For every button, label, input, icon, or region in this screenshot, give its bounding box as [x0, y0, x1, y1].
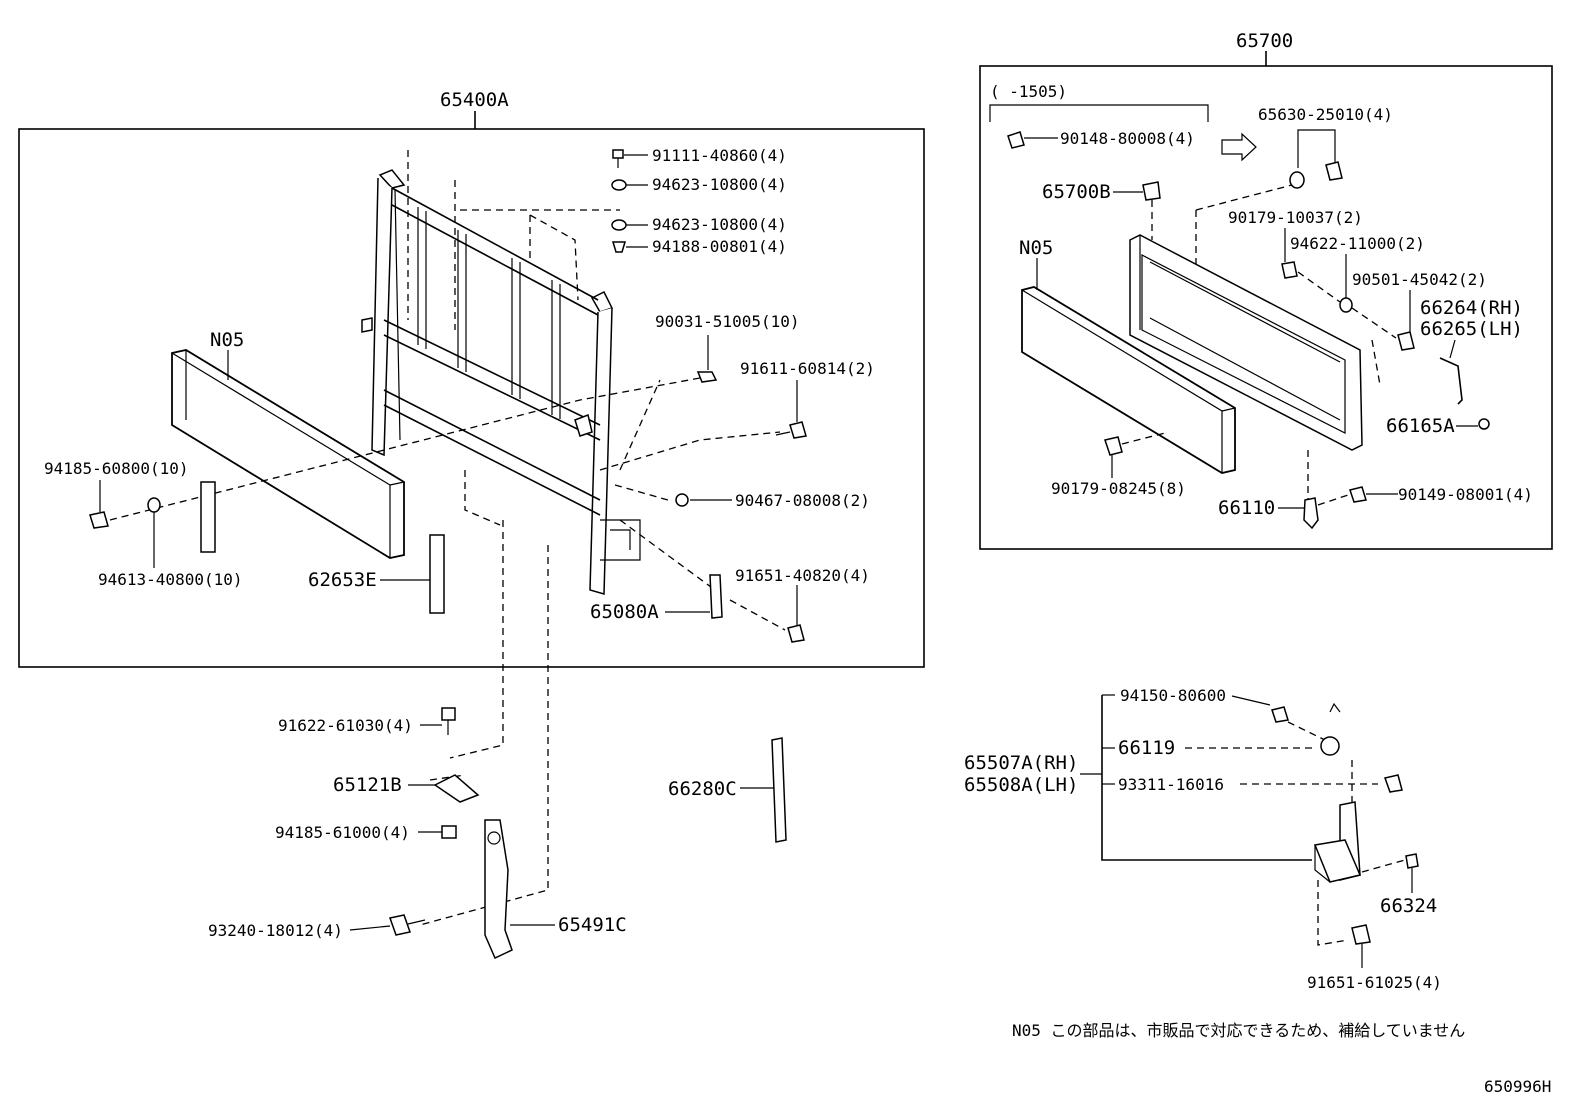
clip-65700B — [1142, 181, 1161, 201]
cap-66165A — [1478, 418, 1490, 430]
bolt-90148 — [1007, 131, 1025, 149]
label-66280C: 66280C — [668, 778, 737, 800]
label-93240-18012: 93240-18012(4) — [208, 921, 343, 940]
footnote: N05 この部品は、市販品で対応できるため、補給していません — [1012, 1021, 1465, 1040]
strip-62653E — [429, 534, 445, 614]
nut-94185-60800 — [89, 511, 109, 529]
clip-90467 — [675, 493, 689, 507]
label-91611-60814: 91611-60814(2) — [740, 359, 875, 378]
label-94185-60800: 94185-60800(10) — [44, 459, 189, 478]
label-94188-00801: 94188-00801(4) — [652, 237, 787, 256]
bolt-91651 — [787, 624, 805, 643]
gate-panel-n05 — [1021, 286, 1236, 474]
label-90149-08001: 90149-08001(4) — [1398, 485, 1533, 504]
label-94150-80600: 94150-80600 — [1120, 686, 1226, 705]
hinge-bracket — [1313, 801, 1362, 883]
label-65080A: 65080A — [590, 601, 659, 623]
label-62653E: 62653E — [308, 569, 377, 591]
label-65630-25010: 65630-25010(4) — [1258, 105, 1393, 124]
washer-2 — [611, 219, 627, 231]
label-94185-61000: 94185-61000(4) — [275, 823, 410, 842]
bolt-90149 — [1349, 486, 1367, 503]
washer-65630 — [1289, 171, 1305, 189]
nut-94185-61000 — [441, 825, 457, 839]
label-66264-rh: 66264(RH) — [1420, 297, 1523, 319]
hook-65080A — [709, 574, 723, 619]
arrow-icon — [1221, 132, 1257, 162]
bolt-91611 — [789, 421, 807, 439]
label-65507A-rh: 65507A(RH) — [964, 752, 1078, 774]
frame-n05-label: N05 — [210, 329, 244, 351]
label-66165A: 66165A — [1386, 415, 1455, 437]
label-serial-range: ( -1505) — [990, 82, 1067, 101]
pin-66324 — [1405, 853, 1419, 869]
label-91111-40860: 91111-40860(4) — [652, 146, 787, 165]
bolt-93311 — [1384, 774, 1403, 793]
washer-94613 — [147, 497, 161, 513]
bracket-65491C — [484, 819, 513, 960]
label-94613-40800: 94613-40800(10) — [98, 570, 243, 589]
label-66110: 66110 — [1218, 497, 1275, 519]
nut-94150 — [1271, 706, 1289, 723]
gate-n05-label: N05 — [1019, 237, 1053, 259]
label-66265-lh: 66265(LH) — [1420, 318, 1523, 340]
bolt-65630 — [1325, 161, 1343, 181]
label-90501-45042: 90501-45042(2) — [1352, 270, 1487, 289]
label-90467-08008: 90467-08008(2) — [735, 491, 870, 510]
bolt-top — [612, 149, 624, 168]
label-65700B: 65700B — [1042, 181, 1111, 203]
frame-panel-n05 — [171, 349, 405, 559]
rod-66280C — [771, 737, 787, 843]
label-90179-10037: 90179-10037(2) — [1228, 208, 1363, 227]
label-65508A-lh: 65508A(LH) — [964, 774, 1078, 796]
frame-assembly-box — [18, 128, 925, 668]
seal-strip — [200, 481, 216, 553]
label-91651-61025: 91651-61025(4) — [1307, 973, 1442, 992]
label-94622-11000: 94622-11000(2) — [1290, 234, 1425, 253]
washer-1 — [611, 179, 627, 191]
label-65491C: 65491C — [558, 914, 627, 936]
pin-66264 — [1439, 357, 1463, 405]
bracket-65121B — [433, 774, 480, 803]
label-94623-10800-a: 94623-10800(4) — [652, 175, 787, 194]
label-90179-08245: 90179-08245(8) — [1051, 479, 1186, 498]
bolt-91651-61025 — [1351, 924, 1371, 945]
label-93311-16016: 93311-16016 — [1118, 775, 1224, 794]
label-91622-61030: 91622-61030(4) — [278, 716, 413, 735]
bolt-91622 — [441, 707, 456, 721]
frame-assembly-number: 65400A — [440, 89, 509, 111]
label-94623-10800-b: 94623-10800(4) — [652, 215, 787, 234]
spring-90501 — [1397, 331, 1415, 351]
label-90031-51005: 90031-51005(10) — [655, 312, 800, 331]
bushing-66119 — [1320, 736, 1340, 756]
nut-90179-08245 — [1104, 436, 1123, 456]
figure-id: 650996H — [1484, 1077, 1551, 1096]
bolt-90031 — [696, 371, 718, 383]
gate-frame — [1129, 234, 1363, 451]
bolt-93240 — [389, 914, 411, 936]
nut-90179-10037 — [1281, 261, 1298, 279]
lock-66110 — [1303, 497, 1319, 530]
label-66324: 66324 — [1380, 895, 1437, 917]
label-90148-80008: 90148-80008(4) — [1060, 129, 1195, 148]
headboard-frame — [361, 169, 641, 595]
gate-assembly-number: 65700 — [1236, 30, 1293, 52]
label-65121B: 65121B — [333, 774, 402, 796]
label-66119: 66119 — [1118, 737, 1175, 759]
nut-top — [611, 241, 627, 253]
label-91651-40820: 91651-40820(4) — [735, 566, 870, 585]
washer-94622 — [1339, 297, 1353, 313]
